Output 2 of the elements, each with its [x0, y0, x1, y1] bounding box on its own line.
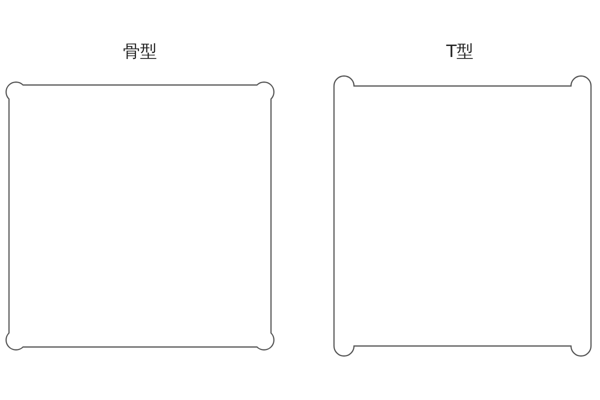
- shape-heading: 骨型: [123, 41, 157, 63]
- shape-heading: T型: [446, 41, 474, 63]
